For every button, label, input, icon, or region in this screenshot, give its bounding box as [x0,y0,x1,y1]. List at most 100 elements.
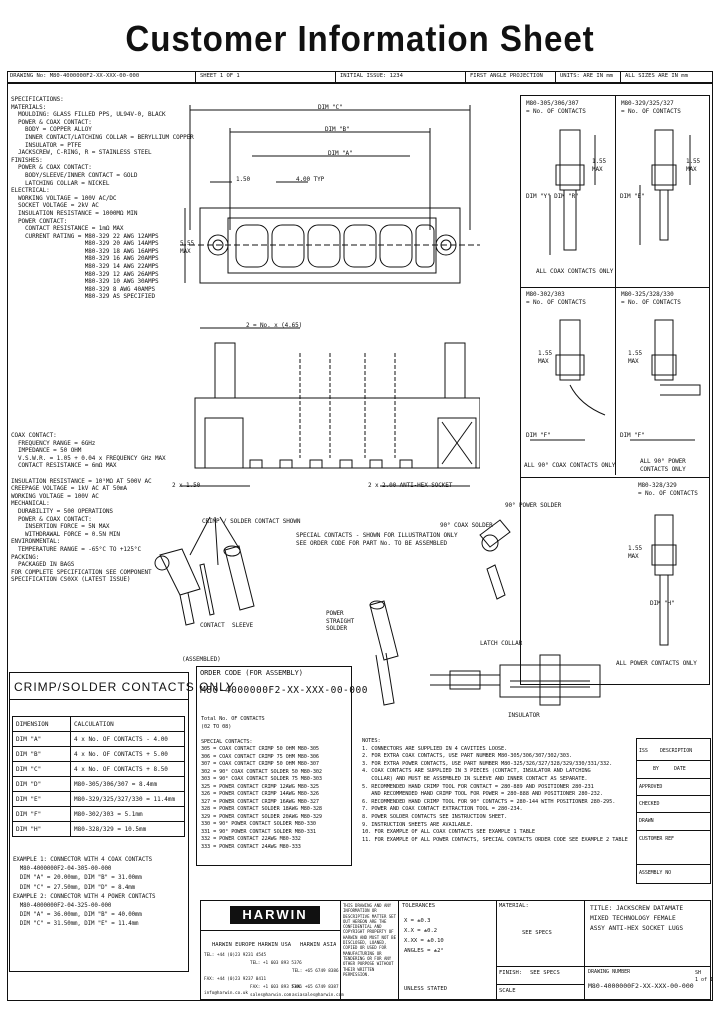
spec-line: JACKSCREW, C-RING, R = STAINLESS STEEL [11,149,152,157]
dim-front: 2 x 1.50 [172,482,201,489]
table-cell: DIM "D" [12,776,71,792]
note-line: 4. COAX CONTACTS ARE SUPPLIED IN 3 PIECE… [362,768,591,775]
coax90-label: 90° COAX SOLDER [440,522,493,529]
panel3-diml: DIM "F" [526,432,551,439]
note-line: 10. FOR EXAMPLE OF ALL COAX CONTACTS SEE… [362,829,535,836]
example-line: M80-4000000F2-04-305-00-000 [13,866,112,873]
dim-4-00: 4.00 TYP [296,176,325,183]
note-line: AND RECOMMENDED HAND CRIMP TOOL FOR POWE… [362,791,603,798]
dim-table-header-dimension: DIMENSION [12,716,71,732]
dim-pitch: 2 = No. x (4.65) [246,322,303,329]
order-code-line: 331 = 90° POWER CONTACT SOLDER M80-331 [201,828,316,835]
order-code-line: 327 = POWER CONTACT CRIMP 16AWG M80-327 [201,798,319,805]
tol-1: X = ±0.3 [404,918,431,924]
spec-line: TEMPERATURE RANGE = -65°C TO +125°C [11,545,141,553]
order-code-line: 328 = POWER CONTACT SOLDER 18AWG M80-328 [201,806,322,812]
table-row: DIM "E"M80-329/325/327/330 = 11.4mm [12,791,185,807]
spec-line: M80-329 10 AWG 30AMPS [11,278,159,286]
spec-line: INSULATION RESISTANCE = 1000MΩ MIN [11,209,138,217]
spec-line: BODY/SLEEVE/INNER CONTACT = GOLD [11,171,138,179]
table-cell: DIM "F" [12,806,71,822]
spec-line: DURABILITY = 500 OPERATIONS [11,507,113,515]
example-line: EXAMPLE 2: CONNECTOR WITH 4 POWER CONTAC… [13,893,156,900]
note-line: 5. RECOMMENDED HAND CRIMP TOOL FOR CONTA… [362,783,594,790]
office-3: HARWIN ASIA [300,942,337,948]
fax-2: FAX: +1 603 893 5396 [250,985,302,990]
tol-4: ANGLES = ±2° [404,948,444,954]
panel4-title: M80-325/328/330 = No. OF CONTACTS [621,291,681,306]
scale-label: SCALE [499,988,516,994]
note-line: 9. INSTRUCTION SHEETS ARE AVAILABLE. [362,821,474,828]
panel1-diml: DIM "Y" DIM "R" [526,193,579,200]
crimp-solder-label: CRIMP / SOLDER CONTACT SHOWN [202,518,301,525]
note-line: 7. POWER AND COAX CONTACT EXTRACTION TOO… [362,806,523,813]
panel3-foot: ALL 90° COAX CONTACTS ONLY [524,462,616,469]
copyright-text: THIS DRAWING AND ANY INFORMATION OR DESC… [343,903,396,977]
dim-anti-hex-socket: 2 x 2.00 ANTI-HEX SOCKET [368,482,453,489]
power-straight-label: POWER STRAIGHT SOLDER [326,610,355,633]
spec-line: CONTACT RESISTANCE = 6mΩ MAX [11,462,117,470]
order-code-line: 326 = POWER CONTACT CRIMP 14AWG M80-326 [201,791,319,797]
specifications-text-2: COAX CONTACT: FREQUENCY RANGE = 6GHz IMP… [11,432,166,584]
dim-1-50: 1.50 [236,176,251,183]
email-2: sales@harwin.com [250,993,292,998]
spec-line: M80-329 AS SPECIFIED [11,293,156,301]
header-issue: INITIAL ISSUE: 1234 [340,73,403,79]
spec-line: PACKAGED IN BAGS [11,561,75,569]
header-sizes: ALL SIZES ARE IN mm [625,73,688,79]
dim-5-55: 5.55 MAX [180,240,195,255]
fax-3: FAX: +65 6749 8387 [292,985,339,990]
spec-line: COAX CONTACT: [11,432,57,439]
revision-block [636,738,711,884]
dim-c-label: DIM "C" [318,104,343,111]
spec-line: MOULDING: GLASS FILLED PPS, UL94V-0, BLA… [11,111,166,119]
table-row: DIM "A"4 x No. OF CONTACTS - 4.00 [12,731,185,747]
notes-text: NOTES:1. CONNECTORS ARE SUPPLIED IN 4 CA… [362,738,628,844]
coax-exploded-view [430,654,601,706]
finish-value: SEE SPECS [530,970,560,976]
note-line: 3. FOR EXTRA POWER CONTACTS, USE PART NU… [362,760,613,767]
dim-table-header-calc: CALCULATION [70,716,185,732]
panel2-diml: DIM "E" [620,193,645,200]
note-line: 11. FOR EXAMPLE OF ALL POWER CONTACTS, S… [362,836,628,843]
order-code-line: 332 = POWER CONTACT 22AWG M80-332 [201,836,301,842]
table-cell: 4 x No. OF CONTACTS - 4.00 [70,731,185,747]
table-cell: M80-305/306/307 = 8.4mm [70,776,185,792]
tol-5: UNLESS STATED [404,986,448,992]
order-code-line: 325 = POWER CONTACT CRIMP 12AWG M80-325 [201,783,319,790]
material-label: MATERIAL: [499,903,529,909]
order-code-line: 329 = POWER CONTACT SOLDER 20AWG M80-329 [201,813,322,820]
spec-line: CURRENT RATING = M80-329 22 AWG 12AMPS [11,232,159,240]
sheet-number: SH 1 of 1 [695,970,714,983]
spec-line: FOR COMPLETE SPECIFICATION SEE COMPONENT [11,568,152,576]
order-code-line: Total No. OF CONTACTS [201,716,265,722]
dim-table-examples: EXAMPLE 1: CONNECTOR WITH 4 COAX CONTACT… [13,856,155,930]
example-line: DIM "C" = 31.50mm, DIM "E" = 11.4mm [13,921,139,928]
example-line: M80-4000000F2-04-325-00-000 [13,903,112,910]
panel5-title: M80-328/329 = No. OF CONTACTS [638,482,698,497]
table-cell: DIM "E" [12,791,71,807]
note-line: COLLAR) AND MUST BE ASSEMBLED IN SLEEVE … [362,775,588,782]
table-cell: DIM "C" [12,761,71,777]
finish-label: FINISH: [499,970,523,976]
rev-date: DATE [674,766,686,772]
order-code-line: 306 = COAX CONTACT CRIMP 75 OHM M80-306 [201,753,319,760]
panel4-dim: 1.55 MAX [628,350,643,365]
spec-line: CREEPAGE VOLTAGE = 1kV AC AT 50mA [11,485,127,493]
dim-a-label: DIM "A" [328,150,353,157]
order-code-frame [196,666,352,866]
connector-top-view [180,105,480,284]
spec-line: M80-329 12 AWG 26AMPS [11,270,159,278]
tolerances-title: TOLERANCES [402,903,436,909]
table-cell: 4 x No. OF CONTACTS + 5.00 [70,746,185,762]
spec-line: M80-329 20 AWG 14AMPS [11,240,159,248]
note-line: NOTES: [362,738,381,744]
table-cell: DIM "A" [12,731,71,747]
panel-drawings [530,129,701,646]
sleeve-label: SLEEVE [232,622,254,629]
header-drawing-no: DRAWING No: M80-4000000F2-XX-XXX-00-000 [10,73,140,79]
connector-side-view [180,327,480,487]
spec-line: WITHDRAWAL FORCE = 0.5N MIN [11,530,120,538]
spec-line: IMPEDANCE = 50 OHM [11,447,82,455]
panel1-title: M80-305/306/307 = No. OF CONTACTS [526,100,586,115]
